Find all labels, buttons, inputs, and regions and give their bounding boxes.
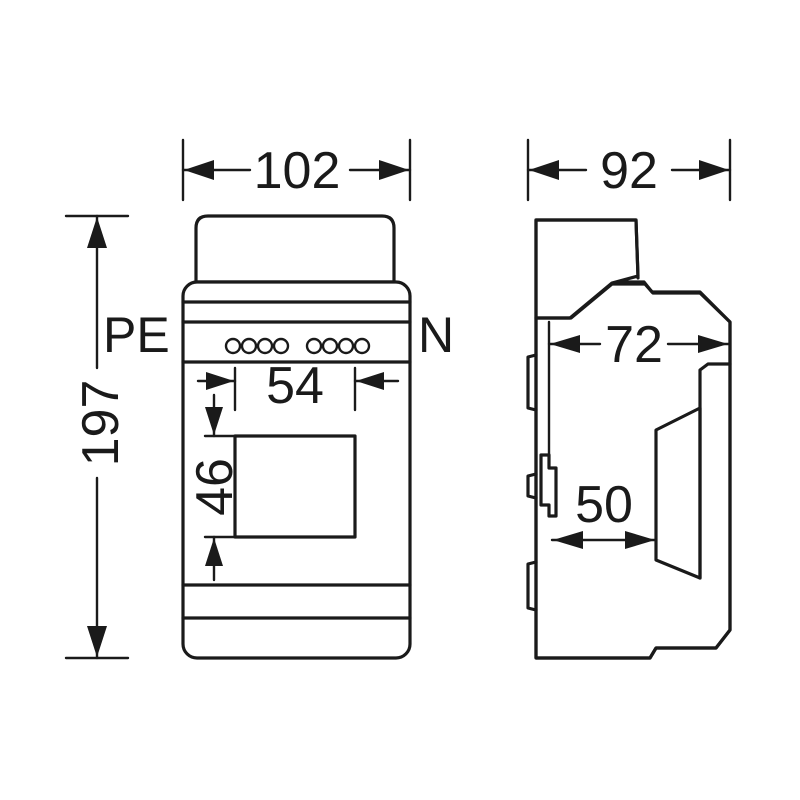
arrow-head: [184, 160, 214, 180]
arrow-head: [698, 335, 728, 353]
arrow-head: [699, 160, 729, 180]
front-top-cap: [194, 214, 396, 284]
dim-label-height: 197: [72, 380, 130, 467]
dimension-inner-depth: 72: [547, 316, 731, 374]
terminal-screw: [272, 337, 290, 355]
side-clip: [526, 560, 538, 612]
arrow-head: [356, 372, 384, 390]
terminal-screw: [337, 337, 355, 355]
module-window: [233, 434, 357, 539]
dim-label-depth: 92: [600, 142, 658, 200]
arrow-head: [206, 372, 234, 390]
terminal-screw: [224, 337, 242, 355]
arrow-head: [205, 538, 223, 566]
dim-label-width: 102: [254, 142, 341, 200]
dim-label-module-depth: 50: [575, 476, 633, 534]
arrow-head: [87, 626, 107, 657]
module-face: [654, 406, 702, 580]
terminal-block-left: [224, 337, 290, 355]
dim-label-inner-depth: 72: [605, 316, 663, 374]
terminal-label-n: N: [418, 307, 454, 363]
arrow-head: [205, 407, 223, 435]
arrow-head: [550, 335, 580, 353]
front-view: PE N: [103, 214, 454, 660]
terminal-screw: [353, 337, 371, 355]
arrow-head: [379, 160, 409, 180]
terminal-block-right: [305, 337, 371, 355]
arrow-head: [625, 531, 655, 549]
dim-label-window-width: 54: [266, 357, 324, 415]
side-profile-outline: [534, 218, 640, 320]
side-profile-outline: [534, 282, 732, 660]
front-body: [181, 280, 412, 660]
side-view: [526, 218, 732, 660]
arrow-head: [553, 531, 583, 549]
arrow-head: [529, 160, 559, 180]
dim-label-window-height: 46: [186, 458, 244, 516]
terminal-screw: [240, 337, 258, 355]
side-clip: [526, 472, 538, 500]
din-rail: [539, 453, 558, 518]
dimension-window-width: 54: [196, 357, 400, 415]
terminal-screw: [321, 337, 339, 355]
dimension-width: 102: [181, 138, 412, 202]
dimension-height: 197: [64, 214, 130, 660]
terminal-label-pe: PE: [103, 307, 170, 363]
dimension-depth: 92: [526, 138, 732, 202]
arrow-head: [87, 217, 107, 248]
terminal-screw: [256, 337, 274, 355]
side-clip: [526, 353, 538, 412]
dimension-module-depth: 50: [550, 476, 658, 549]
terminal-screw: [305, 337, 323, 355]
dimension-window-height: 46: [186, 393, 244, 582]
